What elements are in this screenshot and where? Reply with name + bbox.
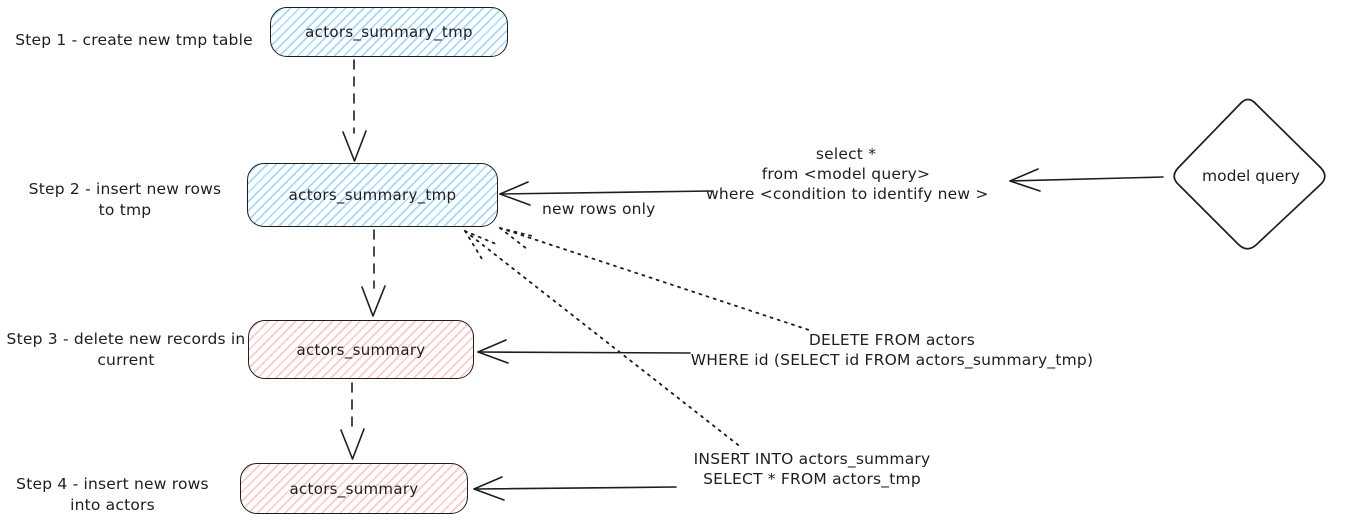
dotted-link-tmp-to-insert-query [464,230,743,449]
arrow-select-query-to-tmp-table [499,181,714,206]
arrow-insert-query-to-actors-summary [473,476,677,501]
step2-label-line2: to tmp [98,201,152,219]
step4-label-line1: Step 4 - insert new rows [16,475,209,493]
delete-query-line2: WHERE id (SELECT id FROM actors_summary_… [690,351,1094,369]
node-tmp-table-step1: actors_summary_tmp [270,7,508,57]
arrow-model-query-to-select-query [1009,168,1164,192]
step3-label-line2: current [97,351,155,369]
step3-label: Step 3 - delete new records in current [2,329,250,371]
step4-label-line2: into actors [70,496,155,514]
new-rows-only-label: new rows only [542,200,656,218]
select-query-annotation: select * from <model query> where <condi… [706,144,989,204]
node-actors-summary-step4-label: actors_summary [289,479,419,498]
step1-label: Step 1 - create new tmp table [8,30,260,51]
insert-query-annotation: INSERT INTO actors_summary SELECT * FROM… [680,449,944,489]
insert-query-line1: INSERT INTO actors_summary [693,450,931,468]
node-actors-summary-step4: actors_summary [240,463,468,514]
arrow-step2-to-step3 [361,229,386,317]
arrow-step3-to-step4 [340,382,365,460]
select-query-line2: from <model query> [761,165,931,183]
dotted-link-tmp-to-delete-query [499,227,813,332]
select-query-line3: where <condition to identify new > [706,185,989,203]
arrow-delete-query-to-actors-summary [477,339,691,364]
step3-label-line1: Step 3 - delete new records in [6,330,246,348]
delete-query-annotation: DELETE FROM actors WHERE id (SELECT id F… [680,330,1104,370]
model-query-node-label: model query [1202,167,1300,185]
delete-query-line1: DELETE FROM actors [808,331,976,349]
select-query-line1: select * [815,145,877,163]
step2-label-line1: Step 2 - insert new rows [28,180,222,198]
step4-label: Step 4 - insert new rows into actors [15,474,210,516]
node-tmp-table-step2-label: actors_summary_tmp [288,186,457,204]
node-tmp-table-step1-label: actors_summary_tmp [305,23,473,41]
node-actors-summary-step3: actors_summary [248,320,474,379]
node-tmp-table-step2: actors_summary_tmp [247,163,498,227]
step2-label: Step 2 - insert new rows to tmp [25,179,225,221]
arrow-step1-to-step2 [342,59,367,162]
step1-label-line1: Step 1 - create new tmp table [15,31,253,49]
node-actors-summary-step3-label: actors_summary [296,340,426,359]
insert-query-line2: SELECT * FROM actors_tmp [703,470,921,488]
model-query-diamond [1173,98,1326,250]
